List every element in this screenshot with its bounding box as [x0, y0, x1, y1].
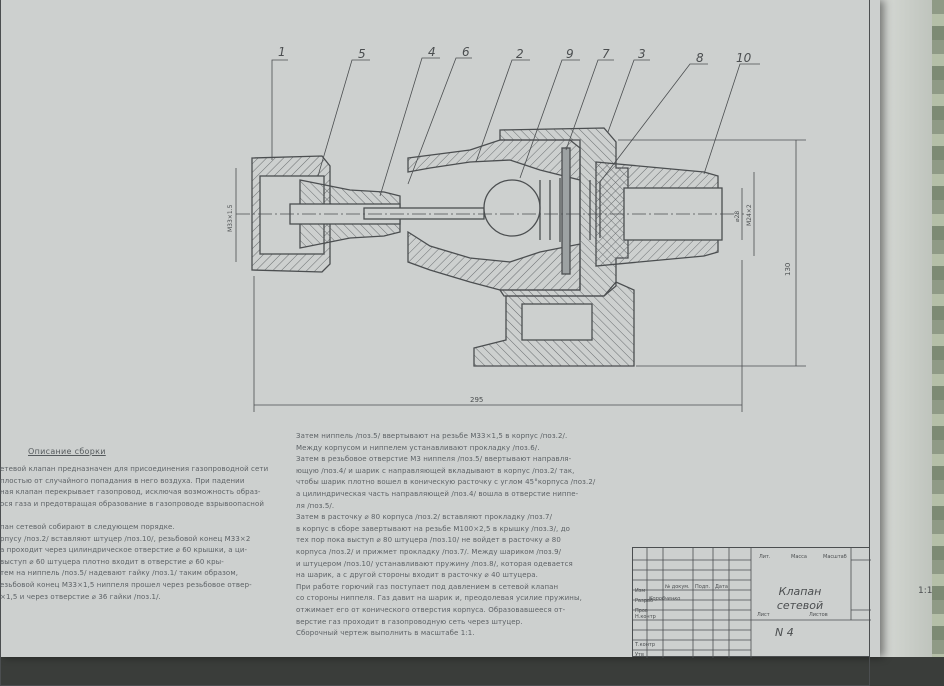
note-line: Между корпусом и ниппелем устанавливают … — [296, 443, 540, 452]
part-number: 5 — [358, 47, 366, 61]
note-line: рпусу /поз.2/ вставляют штуцер /поз.10/,… — [0, 534, 251, 543]
note-line: Сборочный чертеж выполнить в масштабе 1:… — [296, 629, 475, 638]
col-label: Подп. — [695, 584, 711, 590]
note-line: етевой клапан предназначен для присоедин… — [0, 465, 269, 473]
dim-thread-left: М33×1.5 — [227, 204, 234, 232]
assembly-drawing: 1 5 4 6 2 9 7 3 8 10 295 130 М33×1.5 ⌀28… — [227, 45, 806, 412]
notes-right-column: Затем ниппель /поз.5/ ввертывают на резь… — [296, 431, 626, 640]
note-line: со стороны ниппеля. Газ давит на шарик и… — [296, 594, 582, 603]
note-line: плостью от случайного попадания в него в… — [0, 476, 245, 485]
note-line: ная клапан перекрывает газопровод, исклю… — [0, 488, 261, 497]
dim-thread-right: М24×2 — [746, 204, 753, 226]
note-line: корпуса /поз.2/ и прижмет прокладку /поз… — [296, 547, 562, 556]
body-part-lower — [407, 230, 581, 291]
header-mass: Масса — [791, 554, 807, 560]
note-line: тем на ниппель /поз.5/ надевают гайку /п… — [0, 569, 239, 578]
ball-part — [483, 179, 541, 237]
row-label: Т.контр — [634, 642, 655, 648]
part-number: 8 — [696, 51, 704, 65]
note-line: а цилиндрическая часть направляющей /поз… — [296, 489, 579, 498]
note-line: тех пор пока выступ ⌀ 80 штуцера /поз.10… — [296, 536, 561, 545]
part-number: 1 — [278, 45, 286, 59]
note-line — [0, 510, 290, 522]
note-line: ющую /поз.4/ и шарик с направляющей вкла… — [296, 466, 575, 475]
part-number: 7 — [602, 47, 610, 61]
col-label: Дата — [715, 584, 728, 590]
gasket-part — [561, 147, 571, 275]
header-scale: Масштаб — [823, 554, 847, 560]
sheets-label: Листов — [809, 612, 828, 618]
dim-inner-dia: ⌀28 — [734, 211, 741, 222]
row-label: Изм — [635, 588, 645, 594]
note-line: в корпус в сборе завертывают на резьбе М… — [296, 524, 571, 533]
drawing-sheet: 1 5 4 6 2 9 7 3 8 10 295 130 М33×1.5 ⌀28… — [0, 0, 880, 686]
note-line: на шарик, а с другой стороны входит в ра… — [296, 571, 538, 580]
row-label: Пров — [635, 608, 648, 614]
part-number: 6 — [462, 45, 470, 59]
note-line: При работе горючий газ поступает под дав… — [296, 582, 559, 591]
dim-height-label: 130 — [784, 263, 792, 276]
part-number: 3 — [638, 47, 646, 61]
note-line: Затем в резьбовое отверстие М3 ниппеля /… — [296, 455, 572, 464]
note-line: и штуцером /поз.10/ устанавливают пружин… — [296, 559, 573, 568]
part-number: 9 — [566, 47, 574, 61]
row-label: Утв — [635, 652, 644, 658]
dim-overall-label: 295 — [470, 396, 483, 404]
sheet-label: Лист — [757, 612, 770, 618]
title-block-grid: Изм Разраб Пров Н.контр Утв Т.контр № до… — [633, 548, 871, 658]
title-block-scale: 1:1 — [918, 586, 933, 596]
note-line: ося газа и предотвращая образование в га… — [0, 499, 264, 508]
notes-left-column: етевой клапан предназначен для присоедин… — [0, 464, 290, 603]
note-line: Затем в расточку ⌀ 80 корпуса /поз.2/ вс… — [296, 513, 553, 522]
note-line: ×1,5 и через отверстие ⌀ 36 гайки /поз.1… — [0, 592, 161, 601]
title-block-name: Клапан сетевой — [776, 585, 824, 612]
note-line: ля /поз.5/. — [296, 501, 335, 510]
part-number: 4 — [428, 45, 436, 59]
author-name: Коробченко — [649, 596, 680, 602]
title-block-number: N 4 — [775, 626, 794, 639]
sheet-edge — [872, 0, 932, 657]
note-line: выступ ⌀ 60 штуцера плотно входит в отве… — [0, 557, 224, 566]
base-slot — [521, 303, 593, 341]
body-part — [407, 139, 581, 181]
note-line: чтобы шарик плотно вошел в коническую ра… — [296, 478, 596, 487]
notes-title: Описание сборки — [28, 447, 106, 456]
col-label: № докум. — [665, 584, 690, 590]
row-label: Н.контр — [635, 614, 656, 620]
note-line: а проходит через цилиндрическое отверсти… — [0, 546, 248, 555]
row-label: Разраб — [635, 598, 653, 604]
header-lit: Лит. — [759, 554, 771, 560]
part-number: 2 — [516, 47, 524, 61]
note-line: езьбовой конец М33×1,5 ниппеля прошел че… — [0, 580, 252, 589]
part-number: 10 — [736, 51, 752, 65]
note-line: верстие газ проходит в газопроводную сет… — [296, 617, 523, 626]
title-block: Изм Разраб Пров Н.контр Утв Т.контр № до… — [632, 547, 871, 658]
note-line: пан сетевой собирают в следующем порядке… — [0, 522, 175, 531]
note-line: Затем ниппель /поз.5/ ввертывают на резь… — [296, 432, 568, 440]
guide-rod — [363, 207, 485, 220]
note-line: отжимает его от конического отверстия ко… — [296, 605, 566, 614]
